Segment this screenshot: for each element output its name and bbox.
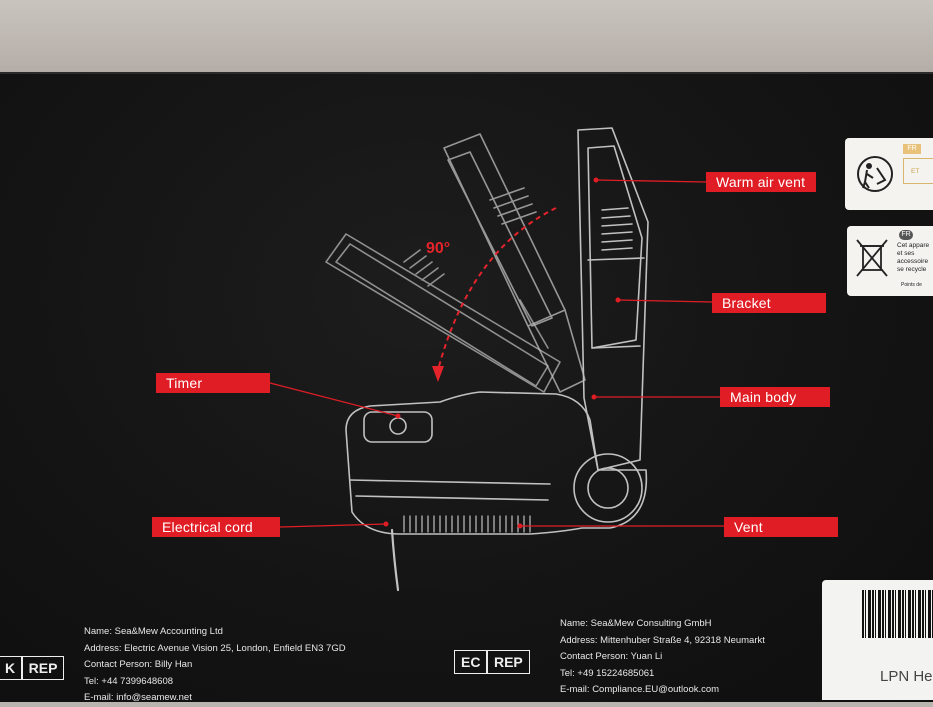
ec-rep-details: Name: Sea&Mew Consulting GmbH Address: M… (560, 616, 765, 699)
uk-rep-badge-left: K (5, 660, 16, 676)
fr-badge: FR (899, 230, 913, 240)
ec-rep-badge: EC REP (454, 650, 530, 674)
badge-divider (21, 657, 23, 679)
uk-rep-badge-right: REP (28, 660, 58, 676)
sticker-text: ET (911, 168, 920, 175)
sticker-line: Cet appare (897, 242, 930, 249)
crossed-bin-icon (856, 239, 888, 277)
triman-recycle-icon (857, 156, 893, 192)
sticker-line: se recycle (897, 266, 927, 273)
uk-rep-contact: Contact Person: Billy Han (84, 659, 193, 670)
ec-rep-email: E-mail: Compliance.EU@outlook.com (560, 684, 720, 695)
ec-rep-badge-left: EC (461, 654, 481, 670)
uk-rep-address: Address: Electric Avenue Vision 25, Lond… (84, 642, 346, 654)
barcode-label: LPN He (822, 580, 933, 700)
lpn-text: LPN He (880, 668, 933, 685)
ec-rep-address: Address: Mittenhuber Straße 4, 92318 Neu… (560, 634, 765, 646)
callout-vent: Vent (724, 517, 838, 537)
uk-rep-badge: K REP (0, 656, 65, 680)
callout-warm-air-vent: Warm air vent (706, 172, 816, 192)
sticker-footer: Points de (901, 282, 922, 288)
barcode (862, 590, 933, 638)
callout-bracket: Bracket (712, 293, 826, 313)
ec-rep-tel: Tel: +49 15224685061 (560, 667, 655, 679)
fr-badge: FR (903, 144, 921, 154)
ec-rep-name: Name: Sea&Mew Consulting GmbH (560, 618, 712, 629)
uk-rep-details: Name: Sea&Mew Accounting Ltd Address: El… (84, 624, 346, 707)
weee-sticker: FR Cet appare et ses accessoire se recyc… (847, 226, 933, 296)
badge-divider (486, 651, 488, 673)
sticker-line: et ses (897, 250, 915, 257)
callout-timer: Timer (156, 373, 270, 393)
callout-main-body: Main body (720, 387, 830, 407)
callout-electrical-cord: Electrical cord (152, 517, 280, 537)
ec-rep-contact: Contact Person: Yuan Li (560, 651, 663, 662)
ec-rep-badge-right: REP (493, 654, 523, 670)
sticker-line: accessoire (897, 258, 929, 265)
triman-sticker: FR ET (845, 138, 933, 210)
sticker-box-outline (903, 158, 933, 184)
rotation-angle-label: 90° (426, 240, 451, 257)
uk-rep-tel: Tel: +44 7399648608 (84, 675, 174, 687)
uk-rep-name: Name: Sea&Mew Accounting Ltd (84, 626, 223, 637)
uk-rep-email: E-mail: info@seamew.net (84, 692, 192, 703)
